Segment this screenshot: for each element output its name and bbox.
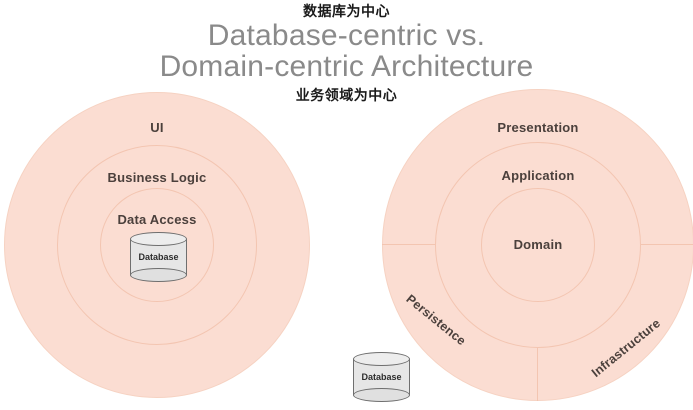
- left-diagram-middle-ring: [57, 145, 257, 345]
- annotation-domain-centric: 业务领域为中心: [295, 87, 398, 103]
- right-layer-label-application: Application: [501, 168, 575, 183]
- left-diagram-inner-ring: [100, 188, 214, 302]
- right-diagram-inner-ring: [481, 188, 595, 302]
- page-title: Database-centric vs. Domain-centric Arch…: [159, 19, 534, 83]
- left-layer-label-data-access: Data Access: [117, 212, 197, 227]
- left-layer-label-ui: UI: [150, 120, 164, 135]
- right-layer-label-presentation: Presentation: [497, 120, 579, 135]
- cylinder-bottom: [130, 268, 187, 282]
- right-layer-label-domain: Domain: [513, 237, 563, 252]
- cylinder-top: [353, 352, 410, 366]
- right-divider-right: [641, 244, 693, 245]
- external-database-label: Database: [361, 372, 402, 382]
- cylinder-top: [130, 232, 187, 246]
- left-database-label: Database: [138, 252, 179, 262]
- right-diagram-middle-ring: [435, 142, 641, 348]
- cylinder-bottom: [353, 388, 410, 402]
- left-database-cylinder: Database: [130, 232, 187, 282]
- right-divider-bottom: [537, 348, 538, 401]
- external-database-cylinder: Database: [353, 352, 410, 402]
- left-layer-label-business-logic: Business Logic: [107, 170, 207, 185]
- right-divider-left: [382, 244, 436, 245]
- annotation-database-centric: 数据库为中心: [303, 3, 390, 19]
